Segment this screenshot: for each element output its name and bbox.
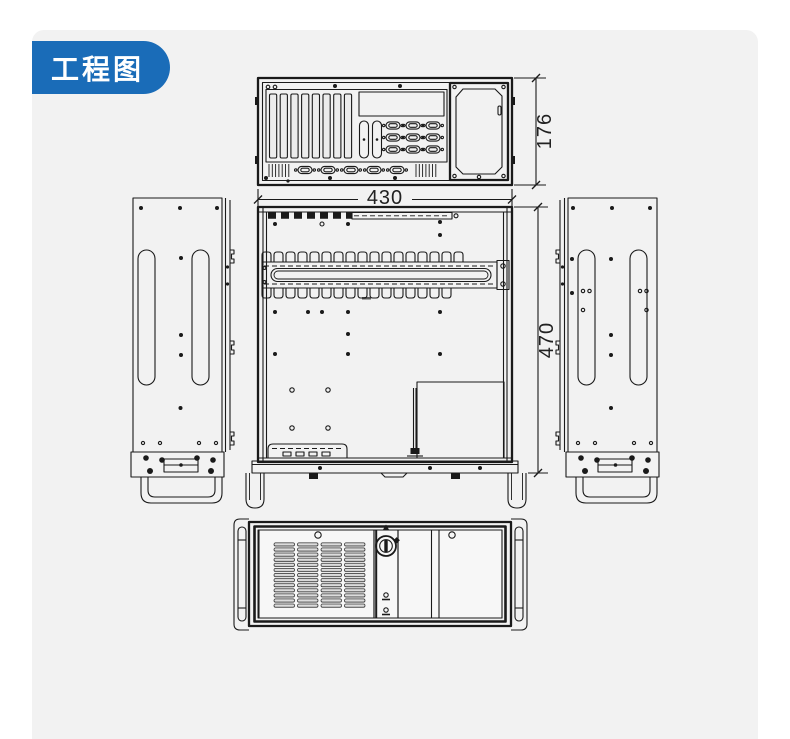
dimension-depth: 470: [514, 202, 558, 478]
front-lip-notches: [268, 211, 459, 220]
backplane-bar: [261, 251, 510, 300]
side-screws: [570, 206, 654, 446]
psu-bay-topview: [407, 381, 505, 459]
dimension-width: 430: [253, 187, 517, 209]
top-view: [245, 205, 527, 509]
chassis-feet: [245, 473, 527, 509]
dim-label-430: 430: [367, 187, 403, 209]
side-vent-slot: [191, 249, 210, 386]
rear-bottom-io-row: [268, 164, 437, 177]
front-view: [233, 518, 528, 631]
side-bottom-bracket: [130, 451, 225, 478]
psu-cutout: [448, 81, 510, 182]
vent-grille: [273, 542, 367, 609]
rack-ear-right: [511, 518, 528, 631]
side-view-left: [130, 197, 235, 504]
hinge-nubs: [255, 97, 515, 164]
top-screws-mid: [273, 310, 442, 431]
dim-label-176: 176: [534, 113, 556, 149]
side-screws: [139, 206, 219, 446]
io-cutouts: [358, 120, 445, 159]
dimension-rear-height: 176: [514, 73, 556, 190]
rear-view: [255, 76, 515, 187]
side-view-right: [555, 197, 660, 504]
dim-label-470: 470: [536, 322, 558, 358]
section-badge-label: 工程图: [51, 53, 145, 85]
tiny-marking: [362, 297, 371, 300]
side-vent-slot: [629, 249, 648, 386]
rack-ear-left: [233, 518, 249, 631]
side-vent-slot: [577, 249, 596, 386]
side-vent-slot: [137, 249, 156, 386]
io-shield-plate: [358, 91, 445, 117]
front-vent-door: [258, 529, 375, 619]
top-screws-upper: [273, 220, 442, 237]
front-tray-topview: [267, 443, 348, 458]
section-badge: 工程图: [32, 41, 171, 94]
side-handle: [140, 477, 223, 504]
key-arrow-icon: [382, 524, 390, 531]
rear-screws: [264, 84, 402, 183]
side-bottom-bracket: [565, 451, 660, 478]
expansion-slot-covers: [268, 93, 353, 159]
drive-bay-panels: [397, 529, 503, 619]
side-handle: [575, 477, 658, 504]
power-reset-buttons: [382, 592, 390, 616]
front-band-topview: [251, 457, 519, 479]
